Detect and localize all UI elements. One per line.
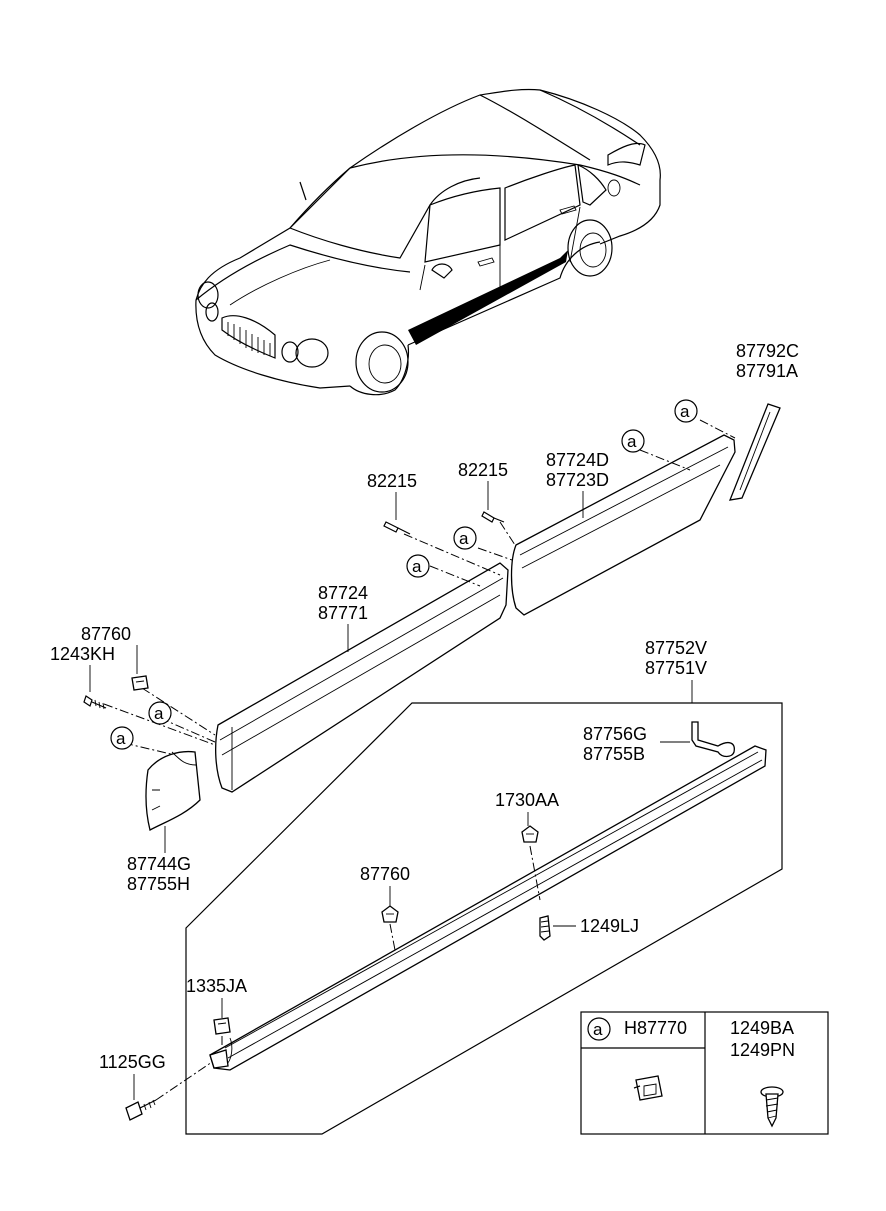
marker-a-3: a (453, 526, 477, 550)
callout-1243KH: 1243KH (50, 644, 115, 664)
callout-87771: 87771 (318, 603, 368, 623)
legend-screw-part-1: 1249BA (730, 1018, 794, 1038)
callout-87755H: 87755H (127, 874, 190, 894)
callout-87760-bottom: 87760 (360, 864, 410, 884)
clip-icon (633, 1075, 663, 1101)
sill-molding (209, 745, 767, 1071)
svg-text:a: a (154, 704, 164, 723)
callout-87724: 87724 (318, 583, 368, 603)
legend-screw-part-2: 1249PN (730, 1040, 795, 1060)
callout-87755B: 87755B (583, 744, 645, 764)
front-door-molding (215, 562, 509, 793)
clip-icon (131, 675, 149, 691)
bracket-part (691, 721, 735, 758)
bolt-icon (125, 1099, 157, 1121)
svg-text:a: a (627, 432, 637, 451)
svg-text:a: a (116, 729, 126, 748)
clip-icon (213, 1017, 231, 1035)
callout-87723D: 87723D (546, 470, 609, 490)
svg-text:a: a (680, 402, 690, 421)
rear-door-molding (510, 434, 736, 616)
callout-87756G: 87756G (583, 724, 647, 744)
screw-icon (539, 915, 551, 941)
svg-text:a: a (459, 529, 469, 548)
callout-87752V: 87752V (645, 638, 707, 658)
callout-1125GG: 1125GG (99, 1052, 166, 1072)
callout-1249LJ: 1249LJ (580, 916, 639, 936)
svg-text:a: a (593, 1020, 603, 1039)
screw-icon (383, 511, 505, 535)
callout-82215-right: 82215 (458, 460, 508, 480)
rear-quarter-molding (728, 403, 781, 501)
clip-icon (381, 905, 399, 923)
legend-table (580, 1011, 829, 1135)
callout-1335JA: 1335JA (186, 976, 247, 996)
marker-a-6: a (110, 726, 134, 750)
callout-1730AA: 1730AA (495, 790, 559, 810)
bolt-icon (83, 695, 107, 710)
callout-87751V: 87751V (645, 658, 707, 678)
clip-icon (521, 825, 539, 843)
callout-87760-top: 87760 (81, 624, 131, 644)
callout-87724D: 87724D (546, 450, 609, 470)
svg-text:a: a (412, 557, 422, 576)
marker-a-1: a (674, 399, 698, 423)
fender-molding (145, 750, 201, 831)
marker-a-2: a (621, 429, 645, 453)
marker-a-5: a (148, 701, 172, 725)
marker-a-4: a (406, 554, 430, 578)
legend-marker-a: a (587, 1017, 611, 1041)
callout-87792C: 87792C (736, 341, 799, 361)
legend-clip-part: H87770 (624, 1018, 687, 1038)
screw-icon (760, 1086, 784, 1128)
callout-82215-left: 82215 (367, 471, 417, 491)
sill-molding-group (185, 702, 783, 1135)
callout-87744G: 87744G (127, 854, 191, 874)
callout-87791A: 87791A (736, 361, 798, 381)
sedan-car-icon (195, 88, 661, 396)
